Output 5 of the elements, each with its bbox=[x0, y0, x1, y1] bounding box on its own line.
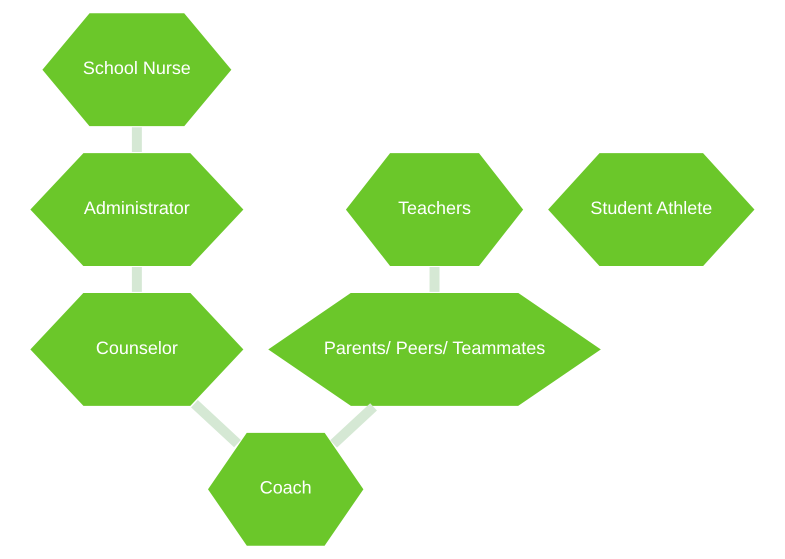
connector bbox=[430, 267, 440, 292]
connector bbox=[132, 127, 142, 152]
connector bbox=[191, 400, 241, 448]
connector bbox=[330, 403, 377, 448]
connector bbox=[132, 267, 142, 292]
